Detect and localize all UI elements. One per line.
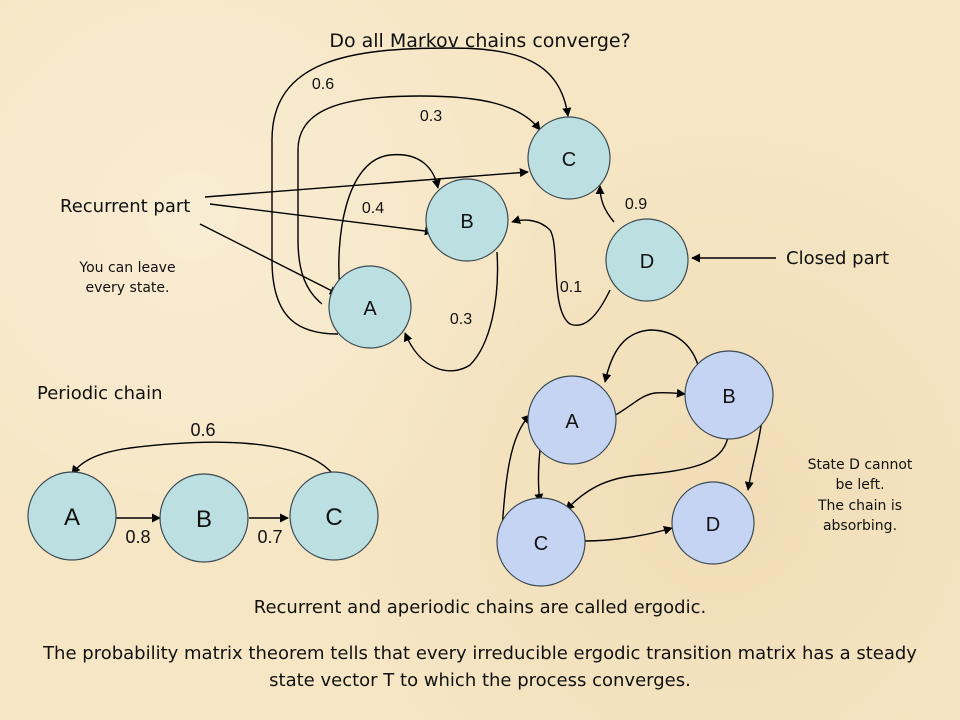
node-b: B <box>425 178 509 262</box>
edge-b-a-loop <box>602 329 699 383</box>
edge-label-a-b: 0.8 <box>125 527 150 547</box>
edge-label-d-c: 0.9 <box>625 196 647 213</box>
closed-part-label: Closed part <box>786 248 890 269</box>
absorbing-node-b-label: B <box>722 386 735 408</box>
leave-every-state-note: You can leave every state. <box>79 260 176 297</box>
edge-a-c <box>534 449 544 503</box>
edge-a-b <box>609 388 686 419</box>
edge-label-a-c-outer: 0.6 <box>312 76 334 93</box>
absorbing-note: State D cannot be left. The chain is abs… <box>807 457 913 534</box>
periodic-node-a-label: A <box>64 504 80 531</box>
node-c-label: C <box>562 149 576 171</box>
periodic-node-b-label: B <box>196 506 212 533</box>
node-d-label: D <box>640 251 654 273</box>
edge-label-b-c: 0.7 <box>257 527 282 547</box>
periodic-node-c-label: C <box>325 504 342 531</box>
periodic-node-a: A <box>27 471 117 561</box>
pointer-recurrent-c <box>204 168 529 198</box>
absorbing-node-c-label: C <box>534 533 548 555</box>
node-d: D <box>605 218 689 302</box>
pointer-recurrent-b <box>209 203 434 236</box>
edge-b-c <box>565 436 729 511</box>
node-a-label: A <box>363 298 377 320</box>
edge-label-d-b: 0.1 <box>560 279 582 296</box>
recurrent-part-label: Recurrent part <box>60 196 191 217</box>
absorbing-node-a: A <box>527 375 617 465</box>
edge-d-c <box>595 185 615 223</box>
edge-a-c-inner <box>297 95 541 305</box>
node-a: A <box>328 265 412 349</box>
edge-b-a <box>403 251 499 372</box>
periodic-node-b: B <box>159 473 249 563</box>
diagram-periodic: 0.6 0.8 0.7 A B C <box>27 420 379 563</box>
edge-c-d <box>584 525 673 542</box>
edge-label-c-a: 0.6 <box>190 420 215 440</box>
edge-d-b <box>511 215 611 326</box>
node-c: C <box>527 116 611 200</box>
edge-label-a-c-inner: 0.3 <box>420 108 442 125</box>
absorbing-node-c: C <box>496 497 586 587</box>
edge-a-b <box>338 153 441 291</box>
node-b-label: B <box>460 211 473 233</box>
edge-label-b-a: 0.3 <box>450 311 472 328</box>
absorbing-node-d-label: D <box>706 514 720 536</box>
diagram-absorbing: B A D C <box>496 329 774 587</box>
absorbing-node-d: D <box>671 481 755 565</box>
pointer-recurrent-a <box>199 223 339 295</box>
ergodic-definition: Recurrent and aperiodic chains are calle… <box>253 597 707 618</box>
edge-label-a-b: 0.4 <box>362 200 384 217</box>
theorem-statement: The probability matrix theorem tells tha… <box>43 643 917 691</box>
periodic-node-c: C <box>289 471 379 561</box>
diagram-recurrent: 0.6 0.3 0.4 0.9 0.1 0.3 C B D A <box>199 47 776 372</box>
absorbing-node-a-label: A <box>565 411 579 433</box>
slide-title: Do all Markov chains converge? <box>329 30 631 52</box>
periodic-chain-label: Periodic chain <box>37 383 163 404</box>
edge-a-c-outer <box>271 47 572 335</box>
absorbing-node-b: B <box>684 350 774 440</box>
edge-c-a <box>71 441 333 475</box>
